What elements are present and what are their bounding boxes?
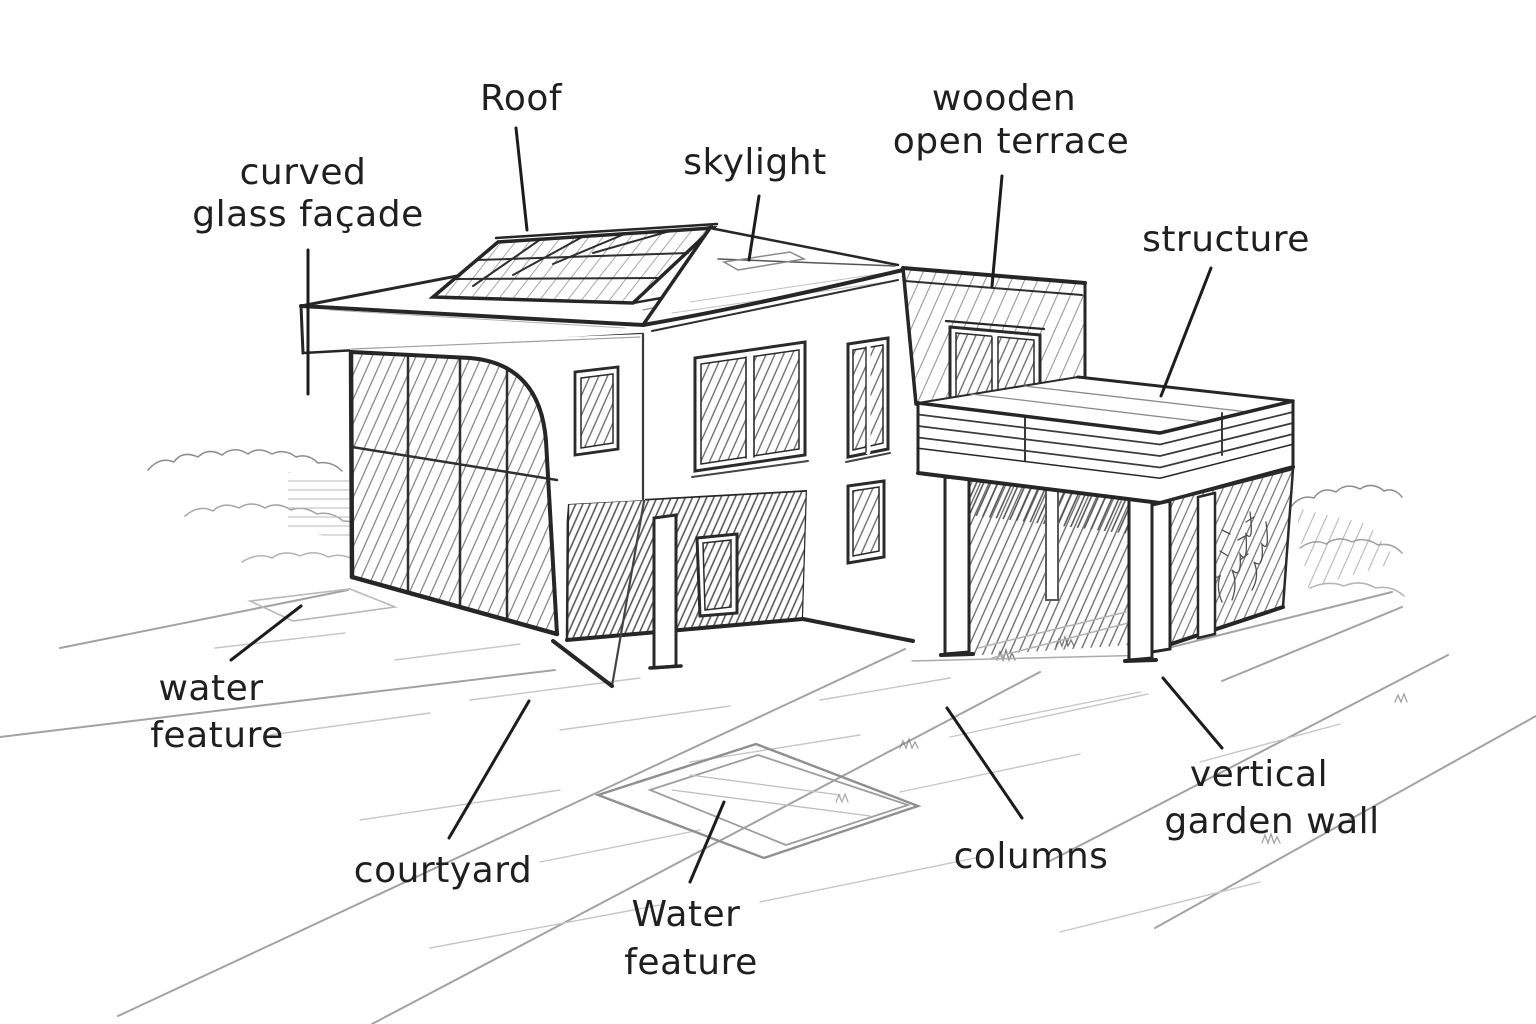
- recess-pillar: [648, 513, 683, 670]
- window-wide: [691, 340, 809, 478]
- column-front: [939, 475, 975, 657]
- label-vertical-garden-wall-line2: garden wall: [1164, 801, 1379, 842]
- label-wooden-open-terrace-line1: wooden: [932, 78, 1076, 119]
- lower-recess-wall: [565, 488, 809, 670]
- label-wooden-open-terrace-line2: open terrace: [893, 121, 1130, 162]
- garden-plants: [1208, 511, 1268, 603]
- garden-wall-post-opening: [1196, 491, 1217, 640]
- ground: [0, 449, 1536, 1024]
- curved-glass-facade-shape: [348, 349, 560, 637]
- leader-structure: [1159, 266, 1213, 398]
- window-narrow: [845, 336, 891, 463]
- window-lower: [846, 479, 886, 565]
- middle-block: [641, 226, 1087, 643]
- label-structure: structure: [1142, 219, 1310, 260]
- label-skylight: skylight: [683, 142, 826, 183]
- leader-water-feature-left: [229, 604, 303, 662]
- entry-door: [695, 532, 739, 618]
- deck-fascia: [916, 401, 1295, 505]
- leader-water-feature-center: [688, 800, 726, 884]
- label-water-feature-center-line2: feature: [624, 942, 757, 983]
- water-feature-left-shape: [247, 588, 399, 622]
- bushes-right: [1289, 484, 1405, 597]
- skylight-shape: [721, 251, 807, 271]
- vertical-garden-wall-shape: [1150, 467, 1295, 654]
- pavilion-window: [573, 365, 620, 457]
- carport: [911, 470, 1158, 663]
- label-vertical-garden-wall-line1: vertical: [1190, 754, 1328, 795]
- leader-courtyard: [447, 699, 531, 840]
- terrace-deck: [916, 375, 1295, 505]
- label-water-feature-left-line2: feature: [150, 715, 283, 756]
- garden-wall-post-left: [1150, 499, 1172, 654]
- leader-wooden-open-terrace: [990, 174, 1004, 288]
- solar-panel-grid: [454, 230, 689, 287]
- leader-columns: [945, 706, 1024, 820]
- leader-skylight: [747, 194, 761, 262]
- solar-panel-roof: [428, 222, 719, 311]
- annotations: Roof curved glass façade skylight wooden…: [150, 78, 1379, 983]
- leader-roof: [514, 126, 529, 232]
- label-curved-glass-facade-line2: glass façade: [192, 194, 423, 235]
- label-roof: Roof: [480, 78, 563, 119]
- label-curved-glass-facade-line1: curved: [240, 152, 367, 193]
- paving-lines: [0, 589, 1536, 1024]
- paving-joints: [214, 632, 1341, 949]
- label-columns: columns: [954, 836, 1109, 877]
- leader-vertical-garden-wall: [1161, 676, 1224, 750]
- label-courtyard: courtyard: [354, 850, 532, 891]
- label-water-feature-left-line1: water: [158, 668, 263, 709]
- railing-right: [1158, 399, 1295, 481]
- label-water-feature-center-line1: Water: [632, 894, 741, 935]
- leader-lines: [229, 126, 1224, 884]
